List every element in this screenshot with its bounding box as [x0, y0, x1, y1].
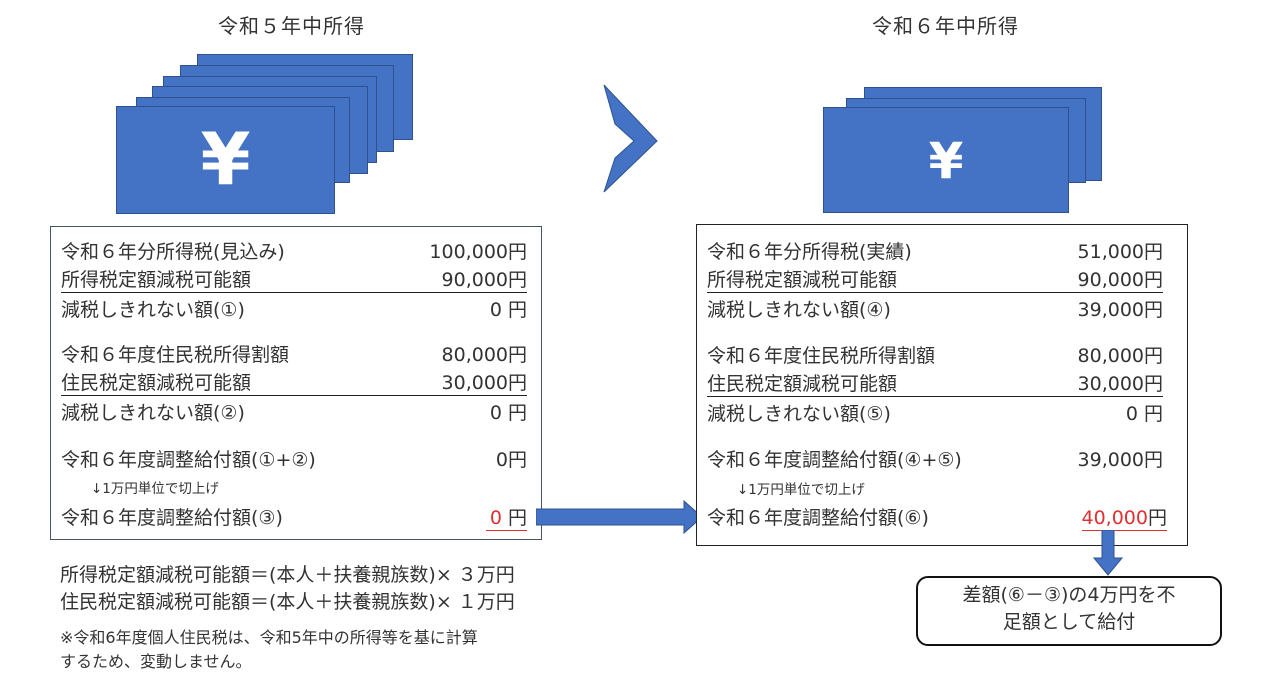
result-line: 足額として給付 — [1002, 611, 1136, 633]
bill: ¥ — [116, 106, 335, 214]
result-line: 差額(⑥－③)の4万円を不 — [962, 584, 1176, 606]
row-income-tax-actual: 令和６年分所得税(実績) 51,000円 — [707, 241, 1163, 263]
row-adjustment-sum: 令和６年度調整給付額(④+⑤) 39,000円 — [707, 449, 1163, 471]
row-unreduced-1: 減税しきれない額(①) 0 円 — [61, 299, 527, 321]
row-unreduced-2: 減税しきれない額(②) 0 円 — [61, 402, 527, 424]
left-title: 令和５年中所得 — [218, 14, 365, 38]
formula-income-tax: 所得税定額減税可能額＝(本人＋扶養親族数)× ３万円 — [60, 564, 515, 586]
row-unreduced-4: 減税しきれない額(④) 39,000円 — [707, 299, 1163, 321]
chevron-right-icon — [603, 84, 658, 193]
row-adjustment-sum: 令和６年度調整給付額(①+②) 0円 — [61, 449, 527, 471]
right-calculation-box: 令和６年分所得税(実績) 51,000円 所得税定額減税可能額 90,000円 … — [696, 224, 1188, 546]
round-up-note: ↓1万円単位で切上げ — [737, 482, 865, 498]
yen-icon: ¥ — [928, 132, 964, 190]
arrow-right-icon — [536, 500, 703, 534]
row-resident-tax: 令和６年度住民税所得割額 80,000円 — [61, 344, 527, 366]
yen-icon: ¥ — [200, 117, 251, 201]
row-resident-tax: 令和６年度住民税所得割額 80,000円 — [707, 345, 1163, 367]
highlight-value: 40,000 — [1081, 507, 1148, 529]
arrow-down-icon — [1093, 530, 1123, 576]
round-up-note: ↓1万円単位で切上げ — [91, 481, 219, 497]
highlight-value: 0 — [489, 507, 502, 529]
bill: ¥ — [823, 107, 1069, 213]
row-income-tax-estimate: 令和６年分所得税(見込み) 100,000円 — [61, 241, 527, 263]
left-calculation-box: 令和６年分所得税(見込み) 100,000円 所得税定額減税可能額 90,000… — [50, 226, 542, 540]
row-adjustment-6: 令和６年度調整給付額(⑥) 40,000円 — [707, 503, 1167, 531]
footnote: ※令和6年度個人住民税は、令和5年中の所得等を基に計算 するため、変動しません。 — [60, 628, 478, 671]
row-resident-tax-reduction: 住民税定額減税可能額 30,000円 — [707, 369, 1163, 397]
result-box: 差額(⑥－③)の4万円を不 足額として給付 — [916, 576, 1222, 646]
row-resident-tax-reduction: 住民税定額減税可能額 30,000円 — [61, 368, 527, 396]
row-unreduced-5: 減税しきれない額(⑤) 0 円 — [707, 403, 1163, 425]
row-income-tax-reduction: 所得税定額減税可能額 90,000円 — [707, 265, 1163, 293]
row-adjustment-3: 令和６年度調整給付額(③) 0 円 — [61, 503, 527, 531]
row-income-tax-reduction: 所得税定額減税可能額 90,000円 — [61, 265, 527, 293]
formula-resident-tax: 住民税定額減税可能額＝(本人＋扶養親族数)× １万円 — [60, 591, 515, 613]
right-title: 令和６年中所得 — [872, 14, 1019, 38]
